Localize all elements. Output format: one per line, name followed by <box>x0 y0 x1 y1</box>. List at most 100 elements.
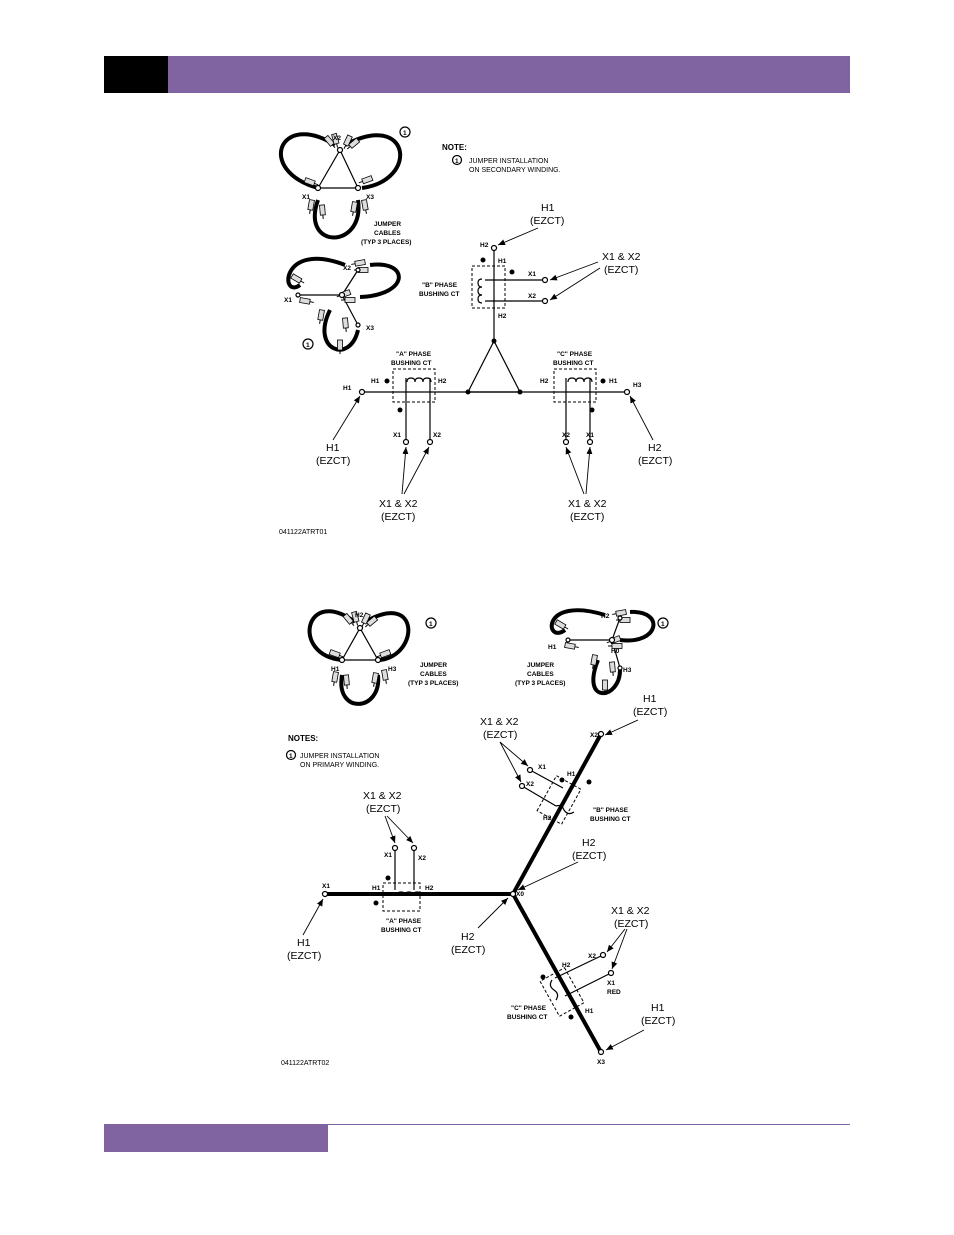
svg-text:X1 & X2: X1 & X2 <box>602 251 641 263</box>
svg-text:H3: H3 <box>388 666 397 673</box>
svg-text:H2: H2 <box>461 931 475 943</box>
notes-line-2: ON PRIMARY WINDING. <box>300 762 379 769</box>
svg-text:(TYP 3 PLACES): (TYP 3 PLACES) <box>515 680 565 687</box>
svg-text:X0: X0 <box>516 891 524 898</box>
svg-text:X1: X1 <box>607 980 615 987</box>
svg-text:H2: H2 <box>543 815 552 822</box>
svg-text:(EZCT): (EZCT) <box>638 455 672 467</box>
ezct-callouts-fig1: H1 (EZCT) X1 & X2 (EZCT) H1 (EZCT) H2 (E… <box>316 202 672 523</box>
svg-text:H2: H2 <box>540 378 549 385</box>
d1-x2-label: X2 <box>333 135 341 142</box>
svg-text:BUSHING CT: BUSHING CT <box>507 1014 547 1021</box>
svg-text:(EZCT): (EZCT) <box>366 803 400 815</box>
svg-text:1: 1 <box>306 342 310 349</box>
svg-text:H1: H1 <box>643 693 657 705</box>
svg-text:H1: H1 <box>541 202 555 214</box>
svg-text:X2: X2 <box>528 293 536 300</box>
svg-text:1: 1 <box>455 158 459 165</box>
svg-text:(EZCT): (EZCT) <box>530 215 564 227</box>
svg-text:H2: H2 <box>562 962 571 969</box>
svg-text:X1 & X2: X1 & X2 <box>480 716 519 728</box>
svg-text:H0: H0 <box>611 648 620 655</box>
svg-text:JUMPER: JUMPER <box>420 662 447 669</box>
svg-text:(EZCT): (EZCT) <box>633 706 667 718</box>
svg-text:"A" PHASE: "A" PHASE <box>386 918 422 925</box>
ezct-callouts-fig2: H1 (EZCT) X1 & X2 (EZCT) X1 & X2 (EZCT) … <box>287 693 675 1051</box>
note-line-1: JUMPER INSTALLATION <box>469 158 548 165</box>
svg-text:X1: X1 <box>528 271 536 278</box>
svg-text:H2: H2 <box>648 442 662 454</box>
note-2-marker <box>425 617 437 629</box>
svg-text:X1: X1 <box>538 764 546 771</box>
figure-2-id: 041122ATRT02 <box>281 1060 329 1067</box>
h3-terminal-c <box>623 388 631 396</box>
svg-text:H2: H2 <box>601 613 610 620</box>
svg-text:(EZCT): (EZCT) <box>641 1015 675 1027</box>
svg-text:X1 & X2: X1 & X2 <box>611 905 650 917</box>
svg-text:H3: H3 <box>633 382 642 389</box>
svg-text:H2: H2 <box>582 837 596 849</box>
svg-text:(EZCT): (EZCT) <box>604 264 638 276</box>
svg-text:(EZCT): (EZCT) <box>570 511 604 523</box>
svg-text:X1: X1 <box>586 432 594 439</box>
svg-text:(EZCT): (EZCT) <box>451 944 485 956</box>
svg-text:(EZCT): (EZCT) <box>287 950 321 962</box>
w1-x2-label: X2 <box>343 265 351 272</box>
svg-text:"B" PHASE: "B" PHASE <box>593 807 629 814</box>
svg-text:H1: H1 <box>343 385 352 392</box>
svg-text:X2: X2 <box>562 432 570 439</box>
svg-text:"C" PHASE: "C" PHASE <box>511 1005 547 1012</box>
svg-text:RED: RED <box>607 989 621 996</box>
figure-1-delta-secondary: X2 X1 X3 1 NOTE: 1 JUMPER INSTALLATION O… <box>278 126 672 536</box>
svg-text:H2: H2 <box>425 885 434 892</box>
b-phase-label-1: "B" PHASE <box>422 282 458 289</box>
svg-text:H1: H1 <box>548 644 557 651</box>
svg-text:X2: X2 <box>526 781 534 788</box>
footer-bar <box>104 1125 328 1152</box>
svg-text:X3: X3 <box>597 1059 605 1066</box>
svg-text:X2: X2 <box>418 855 426 862</box>
w1-x3-label: X3 <box>366 325 374 332</box>
svg-text:H2: H2 <box>438 378 447 385</box>
svg-text:X1 & X2: X1 & X2 <box>363 790 402 802</box>
delta-jumper-sketch-2: H2 H1 H3 <box>307 609 411 706</box>
note-num-circle <box>451 154 463 166</box>
svg-text:H2: H2 <box>355 612 364 619</box>
header-bar <box>168 56 850 93</box>
delta-primary-diagram: H2 H1 H2 X1 X2 "B" PHASE BUSHING CT H1 H… <box>343 242 642 446</box>
svg-text:(EZCT): (EZCT) <box>572 850 606 862</box>
svg-text:BUSHING CT: BUSHING CT <box>590 816 630 823</box>
svg-text:X1 & X2: X1 & X2 <box>568 498 607 510</box>
c-phase-label-2: BUSHING CT <box>553 360 593 367</box>
svg-text:(EZCT): (EZCT) <box>483 729 517 741</box>
a-phase-label-1: "A" PHASE <box>396 351 432 358</box>
svg-text:BUSHING CT: BUSHING CT <box>381 927 421 934</box>
jumper-label-1: JUMPER <box>374 221 401 228</box>
svg-text:H1: H1 <box>498 258 507 265</box>
svg-text:CABLES: CABLES <box>420 671 447 678</box>
delta-jumper-sketch: X2 X1 X3 <box>278 132 403 240</box>
figure-1-id: 041122ATRT01 <box>279 529 327 536</box>
svg-text:(TYP 3 PLACES): (TYP 3 PLACES) <box>408 680 458 687</box>
svg-text:X2: X2 <box>590 732 598 739</box>
svg-text:JUMPER: JUMPER <box>527 662 554 669</box>
wye-jumper-sketch-2: H2 H1 H0 H3 <box>548 608 656 696</box>
note-line-2: ON SECONDARY WINDING. <box>469 167 561 174</box>
figure-2-wye-primary: H2 H1 H3 1 JUMPER CABLES (TYP 3 PLACES) <box>281 608 675 1067</box>
h1-terminal-a <box>358 388 366 396</box>
jumper-label-3: (TYP 3 PLACES) <box>361 239 411 246</box>
svg-text:X1: X1 <box>384 852 392 859</box>
svg-text:H2: H2 <box>498 313 507 320</box>
svg-text:X2: X2 <box>588 953 596 960</box>
svg-text:1: 1 <box>403 130 407 137</box>
notes-line-1: JUMPER INSTALLATION <box>300 753 379 760</box>
svg-text:1: 1 <box>661 621 665 628</box>
wye-jumper-sketch: X2 X1 X3 <box>284 256 401 355</box>
svg-text:(EZCT): (EZCT) <box>381 511 415 523</box>
svg-text:H1: H1 <box>585 1008 594 1015</box>
c-phase-label-1: "C" PHASE <box>557 351 593 358</box>
svg-text:H1: H1 <box>651 1002 665 1014</box>
footer-rule <box>104 1124 850 1125</box>
svg-text:H1: H1 <box>297 937 311 949</box>
svg-text:(EZCT): (EZCT) <box>614 918 648 930</box>
